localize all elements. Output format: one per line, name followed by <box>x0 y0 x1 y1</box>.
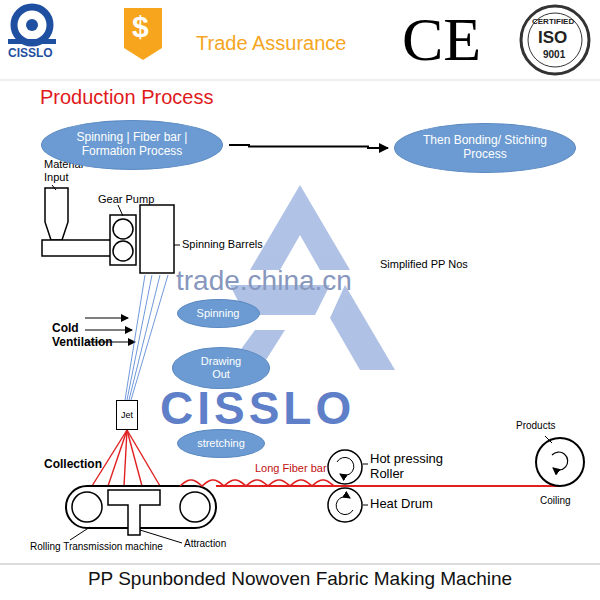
fiber <box>108 430 127 486</box>
caption-rule <box>0 564 600 565</box>
logo-ring <box>14 7 50 43</box>
gear-pump-housing <box>110 215 136 265</box>
logo-icon <box>8 7 56 44</box>
badge-text: Trade Assurance <box>196 32 346 55</box>
leader-line <box>118 205 123 216</box>
suction-box <box>108 490 160 535</box>
product-coil <box>536 438 584 486</box>
watermark: trade.china.cn <box>176 265 352 297</box>
gear-wheel <box>113 241 133 261</box>
fiber <box>131 275 168 400</box>
fiber <box>125 275 145 400</box>
caption: PP Spunbonded Nowoven Fabric Making Mach… <box>0 568 600 590</box>
part-label: Heat Drum <box>370 497 433 512</box>
belt-roller <box>180 492 210 522</box>
part-label: Spinning Barrels <box>182 238 263 251</box>
rotation-arrow <box>552 452 568 470</box>
air-arrow <box>85 329 132 330</box>
logo-base <box>8 39 56 44</box>
node-text: Jet <box>121 410 133 420</box>
belt-roller <box>72 492 102 522</box>
part-label: Coiling <box>540 495 571 507</box>
leader-line <box>174 245 180 246</box>
leader-line <box>363 505 368 506</box>
flow-arrow <box>229 145 388 148</box>
part-label: Simplified PP Nos <box>380 258 468 271</box>
material-hopper <box>45 188 68 240</box>
logo-core <box>26 19 38 31</box>
iso-text: ISO <box>538 28 567 48</box>
leader-line <box>545 436 552 443</box>
fiber <box>124 430 127 486</box>
jet-box: Jet <box>116 400 138 430</box>
fiber <box>129 275 160 400</box>
process-ellipse: Spinning | Fiber bar | Formation Process <box>41 120 223 170</box>
node-text: Spinning <box>197 307 240 320</box>
fiber <box>127 430 142 486</box>
iso-stamp <box>521 6 589 74</box>
heat-drum <box>328 488 362 522</box>
dollar-icon: $ <box>132 10 149 45</box>
leader-line <box>363 464 368 465</box>
process-ellipse: stretching <box>177 429 265 458</box>
rotation-arrow <box>337 457 354 475</box>
leader-line <box>52 185 56 190</box>
watermark: CISSLO <box>160 382 355 435</box>
part-label: Gear Pump <box>98 193 154 206</box>
fiber <box>127 430 160 486</box>
watermark-lobe <box>330 285 395 370</box>
part-label: Products <box>516 420 555 432</box>
rotation-arrow <box>336 497 353 515</box>
air-arrow <box>85 341 135 342</box>
iso-text: 9001 <box>543 49 565 61</box>
process-ellipse: Spinning <box>177 299 260 328</box>
fiber <box>127 275 152 400</box>
part-label: Hot pressing Roller <box>370 452 460 482</box>
part-label: Attraction <box>184 538 226 550</box>
fabric-sheet <box>216 485 560 487</box>
gear-wheel <box>113 219 133 239</box>
iso-stamp-ring <box>528 13 582 67</box>
part-label: Cold Ventilation <box>52 322 84 350</box>
node-text: Then Bonding/ Stiching Process <box>413 134 557 162</box>
part-label: Rolling Transmission machine <box>30 541 163 553</box>
node-text: Spinning | Fiber bar | Formation Process <box>60 131 204 159</box>
logo-text: CISSLO <box>8 47 53 61</box>
spinning-barrels <box>140 205 174 273</box>
dollar-badge <box>124 8 162 60</box>
air-arrow <box>85 317 128 318</box>
watermark-lobe <box>250 185 350 270</box>
part-label: Long Fiber bar <box>255 462 327 475</box>
node-text: stretching <box>197 437 245 450</box>
part-label: Collection <box>44 458 102 472</box>
ce-mark: CE <box>402 4 481 75</box>
header-rule <box>0 80 600 81</box>
process-ellipse: Then Bonding/ Stiching Process <box>394 123 576 173</box>
hot-pressing-roller <box>328 450 362 484</box>
fiber-spray <box>92 430 160 486</box>
ventilation-arrows <box>85 318 135 342</box>
section-title: Production Process <box>40 86 213 109</box>
process-ellipse: Drawing Out <box>172 347 270 389</box>
fiber-strands <box>125 275 168 400</box>
leader-line <box>70 527 90 540</box>
iso-text: CERTIFIED <box>532 17 574 26</box>
node-text: Drawing Out <box>191 355 251 380</box>
